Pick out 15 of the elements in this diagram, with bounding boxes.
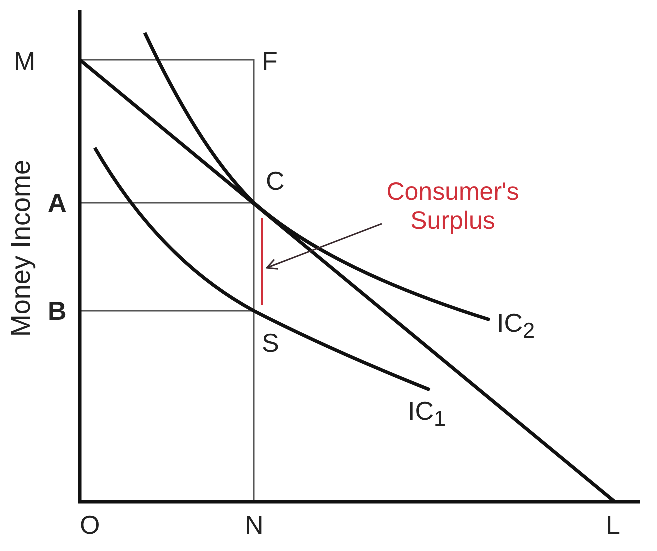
point-label: B — [48, 298, 67, 324]
point-label: C — [266, 168, 285, 194]
origin-label: O — [80, 512, 100, 538]
axis-title: Money Income — [8, 160, 35, 338]
bracket-line — [261, 218, 263, 305]
point-label: A — [48, 190, 67, 216]
point-label: L — [606, 512, 620, 538]
curve-label: IC$_{1}$ — [408, 398, 446, 430]
point-label: F — [262, 48, 278, 74]
leader-line — [266, 223, 382, 270]
point-label: N — [245, 512, 264, 538]
annotation-text: Consumer's Surplus — [378, 178, 528, 236]
curve-label: IC$_{2}$ — [497, 310, 536, 342]
point-label: M — [14, 48, 36, 74]
point-label: S — [262, 330, 280, 356]
